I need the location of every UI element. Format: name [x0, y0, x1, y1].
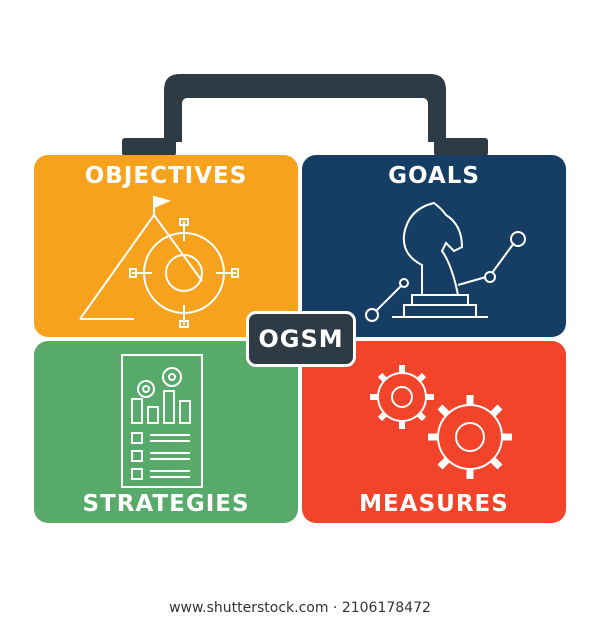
measures-panel: MEASURES — [302, 341, 566, 523]
checklist-document-gears-icon — [121, 354, 203, 488]
goals-panel: GOALS — [302, 155, 566, 337]
goals-label: GOALS — [388, 163, 480, 189]
measures-label: MEASURES — [359, 491, 509, 517]
objectives-label: OBJECTIVES — [84, 163, 248, 189]
watermark-text: www.shutterstock.com · 2106178472 — [169, 600, 431, 616]
chess-knight-robot-arm-icon — [365, 201, 526, 322]
strategies-panel: STRATEGIES — [34, 341, 298, 523]
mountain-target-icon — [79, 195, 239, 328]
gears-icon — [370, 365, 512, 479]
ogsm-badge: OGSM — [246, 311, 356, 367]
strategies-label: STRATEGIES — [82, 491, 250, 517]
briefcase-handle — [122, 74, 488, 156]
objectives-panel: OBJECTIVES — [34, 155, 298, 337]
